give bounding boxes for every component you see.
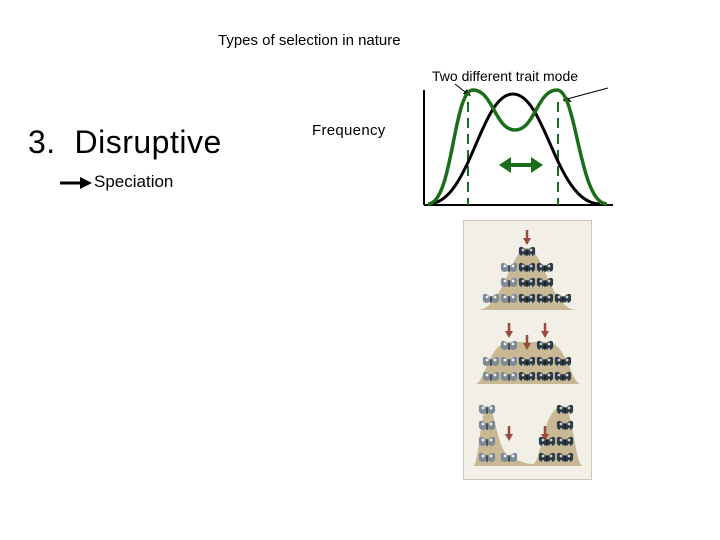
double-arrow-icon [499, 157, 543, 173]
selection-arrow [503, 321, 515, 340]
annotation-pointer-right [566, 87, 609, 100]
right-arrow-icon [60, 177, 92, 189]
selection-arrow [521, 228, 533, 247]
bullet-text: Disruptive [74, 124, 222, 160]
disruptive-distribution-curve [427, 88, 608, 206]
bullet-number: 3. [28, 124, 56, 160]
trait-mode-annotation: Two different trait mode [432, 68, 579, 84]
selection-arrow [503, 424, 515, 443]
original-distribution-curve [427, 92, 601, 206]
selection-arrow [539, 321, 551, 340]
frequency-axis-label: Frequency [312, 122, 386, 139]
butterfly-generations-figure [473, 228, 583, 466]
speciation-label: Speciation [94, 172, 174, 191]
generation-3-hills [473, 406, 583, 466]
slide-title: Types of selection in nature [218, 32, 401, 49]
frequency-curve-graph [423, 83, 613, 206]
bullet-disruptive: 3. Disruptive [28, 124, 222, 161]
